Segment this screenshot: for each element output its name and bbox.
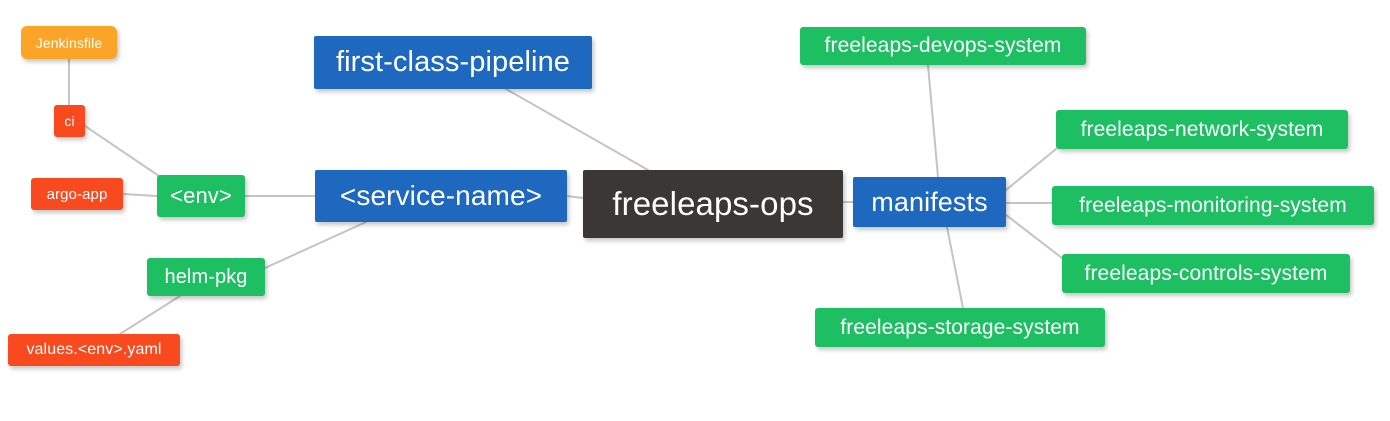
mindmap-node-jenkinsfile[interactable]: Jenkinsfile [21, 26, 117, 59]
mindmap-node-label: freeleaps-devops-system [824, 34, 1062, 57]
edge-manifests-to-freeleaps-controls-system [1005, 214, 1063, 259]
edge-first-class-pipeline-to-freeleaps-ops [505, 88, 649, 171]
mindmap-node-label: first-class-pipeline [335, 46, 571, 78]
edge-helm-pkg-to-values-yaml [119, 295, 181, 335]
mindmap-node-first-class-pipeline[interactable]: first-class-pipeline [314, 36, 592, 89]
mindmap-node-label: freeleaps-monitoring-system [1079, 193, 1347, 217]
mindmap-node-freeleaps-monitoring-system[interactable]: freeleaps-monitoring-system [1052, 186, 1374, 225]
edge-manifests-to-freeleaps-storage-system [946, 226, 964, 309]
mindmap-node-label: values.<env>.yaml [26, 341, 162, 358]
mindmap-node-label: freeleaps-controls-system [1084, 261, 1328, 285]
mindmap-node-label: freeleaps-storage-system [840, 315, 1080, 339]
mindmap-node-label: <service-name> [339, 180, 543, 211]
mindmap-node-manifests[interactable]: manifests [853, 177, 1006, 227]
mindmap-node-label: Jenkinsfile [35, 34, 103, 51]
mindmap-node-label: manifests [871, 186, 988, 217]
edge-manifests-to-freeleaps-devops-system [927, 64, 939, 178]
mindmap-node-label: helm-pkg [164, 265, 248, 288]
edge-service-name-to-freeleaps-ops [566, 195, 584, 199]
edge-service-name-to-helm-pkg [264, 221, 367, 269]
mindmap-node-freeleaps-storage-system[interactable]: freeleaps-storage-system [815, 308, 1105, 347]
mindmap-node-label: freeleaps-ops [612, 185, 814, 222]
mindmap-node-helm-pkg[interactable]: helm-pkg [147, 258, 265, 296]
edge-ci-to-env [84, 125, 160, 177]
mindmap-node-label: freeleaps-network-system [1080, 117, 1324, 141]
mindmap-node-argo-app[interactable]: argo-app [31, 178, 123, 210]
mindmap-node-env[interactable]: <env> [157, 175, 245, 217]
mindmap-node-label: <env> [170, 183, 232, 208]
mindmap-node-label: ci [64, 113, 75, 129]
mindmap-node-values-yaml[interactable]: values.<env>.yaml [8, 334, 180, 366]
mindmap-node-freeleaps-network-system[interactable]: freeleaps-network-system [1056, 110, 1348, 149]
mindmap-node-freeleaps-controls-system[interactable]: freeleaps-controls-system [1062, 254, 1350, 293]
edge-manifests-to-freeleaps-network-system [1005, 148, 1057, 191]
edge-argo-app-to-env [122, 193, 158, 197]
mindmap-node-freeleaps-devops-system[interactable]: freeleaps-devops-system [800, 27, 1086, 65]
mindmap-node-freeleaps-ops[interactable]: freeleaps-ops [583, 170, 843, 238]
mindmap-node-ci[interactable]: ci [54, 105, 85, 137]
mindmap-node-service-name[interactable]: <service-name> [315, 170, 567, 222]
mindmap-node-label: argo-app [46, 185, 108, 203]
